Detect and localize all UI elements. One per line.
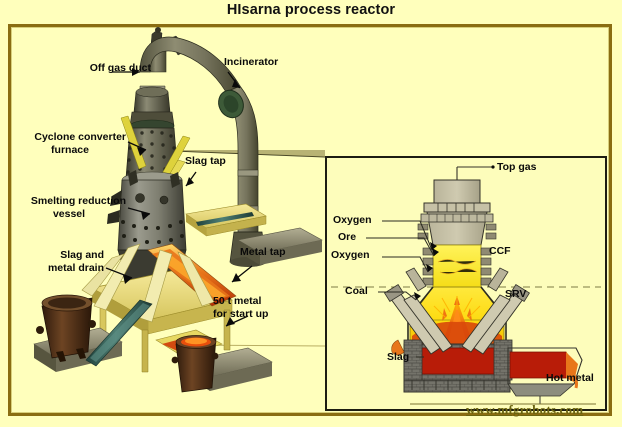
label-slag-tap: Slag tap	[185, 155, 226, 167]
label-50-t-metal-for-start-up: 50 t metal for start up	[213, 295, 269, 320]
label-top-gas: Top gas	[497, 161, 537, 173]
slag-metal-drain-chute	[85, 299, 153, 367]
vessel-top-fittings	[128, 170, 180, 188]
inset-arrow-heads	[414, 242, 439, 300]
inset-top-gas-duct	[423, 165, 495, 213]
label-ore: Ore	[338, 231, 357, 243]
watermark: www.mfgrobots.com	[466, 402, 584, 417]
label-incinerator: Incinerator	[224, 56, 279, 68]
tap-runner-assembly	[81, 243, 237, 357]
label-off-gas-duct: Off gas duct	[89, 62, 151, 74]
label-cyclone-converter-furnace: Cyclone converter furnace	[34, 131, 126, 156]
label-metal-tap: Metal tap	[240, 246, 286, 258]
label-slag-and-metal-drain: Slag and metal drain	[47, 249, 104, 274]
diagram-frame-inner	[11, 27, 609, 413]
label-oxygen-top: Oxygen	[333, 214, 372, 226]
inset-ccf-housing	[417, 211, 497, 246]
page-title: HIsarna process reactor	[226, 2, 396, 18]
main-view-arrow-heads	[123, 68, 241, 326]
label-hot-metal: Hot metal	[546, 372, 594, 384]
label-smelting-reduction-vessel: Smelting reduction vessel	[30, 195, 126, 220]
ladle-right-with-hot-metal	[171, 335, 219, 393]
label-oxygen-bottom: Oxygen	[331, 249, 370, 261]
label-ccf: CCF	[489, 245, 511, 257]
inset-leader-lines	[366, 220, 435, 358]
label-slag: Slag	[387, 351, 410, 363]
ladle-left	[36, 294, 96, 362]
label-srv: SRV	[505, 288, 527, 300]
inset-injection-lances	[384, 267, 530, 355]
label-coal: Coal	[345, 285, 368, 297]
